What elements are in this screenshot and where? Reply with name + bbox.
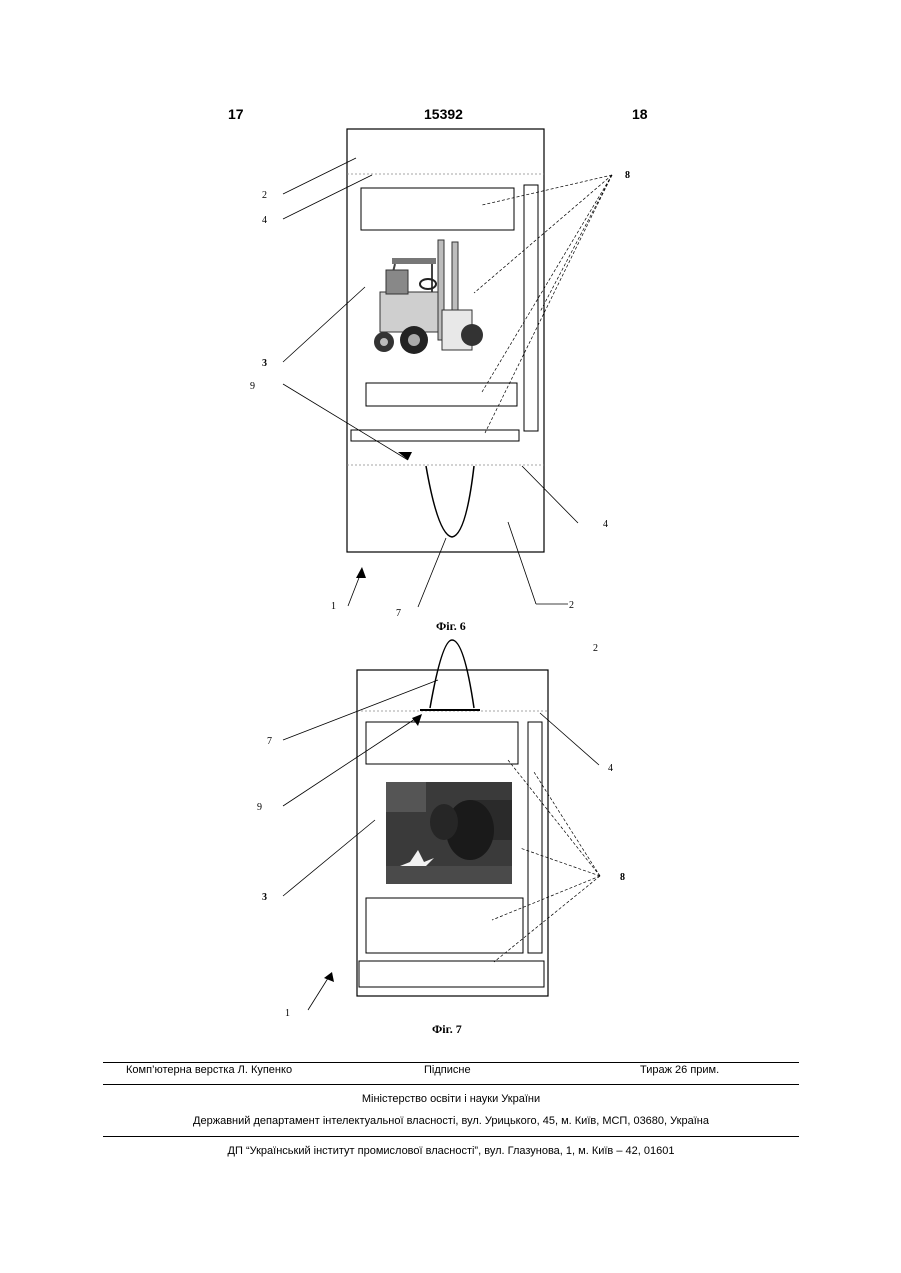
typesetting-credit: Комп’ютерна верстка Л. Купенко [126,1064,292,1076]
fig7-label-4: 4 [608,763,613,774]
signed-label: Підписне [424,1064,471,1076]
department-address: Державний департамент інтелектуальної вл… [103,1115,799,1127]
footer-rule-bottom [103,1136,799,1137]
footer-rule-middle [103,1084,799,1085]
panel-side [528,722,542,953]
figure-7-caption: Фіг. 7 [432,1022,462,1036]
footer-rule-top [103,1062,799,1063]
figure-7-drawing: 2 7 4 9 8 3 1 Фіг. 7 [0,0,901,1040]
fig7-label-9: 9 [257,802,262,813]
panel-middle [366,898,523,953]
panel-bottom [359,961,544,987]
institute-address: ДП “Український інститут промислової вла… [103,1145,799,1157]
fig7-label-2: 2 [593,643,598,654]
fig7-label-8: 8 [620,872,625,883]
panel-top [366,722,518,764]
circulation-label: Тираж 26 прим. [640,1064,719,1076]
welding-image [386,782,512,884]
fig7-label-1: 1 [285,1008,290,1019]
bag-handle [430,640,474,708]
ministry-name: Міністерство освіти і науки України [103,1093,799,1105]
fig7-label-7: 7 [267,736,272,747]
fig7-label-3: 3 [262,892,267,903]
